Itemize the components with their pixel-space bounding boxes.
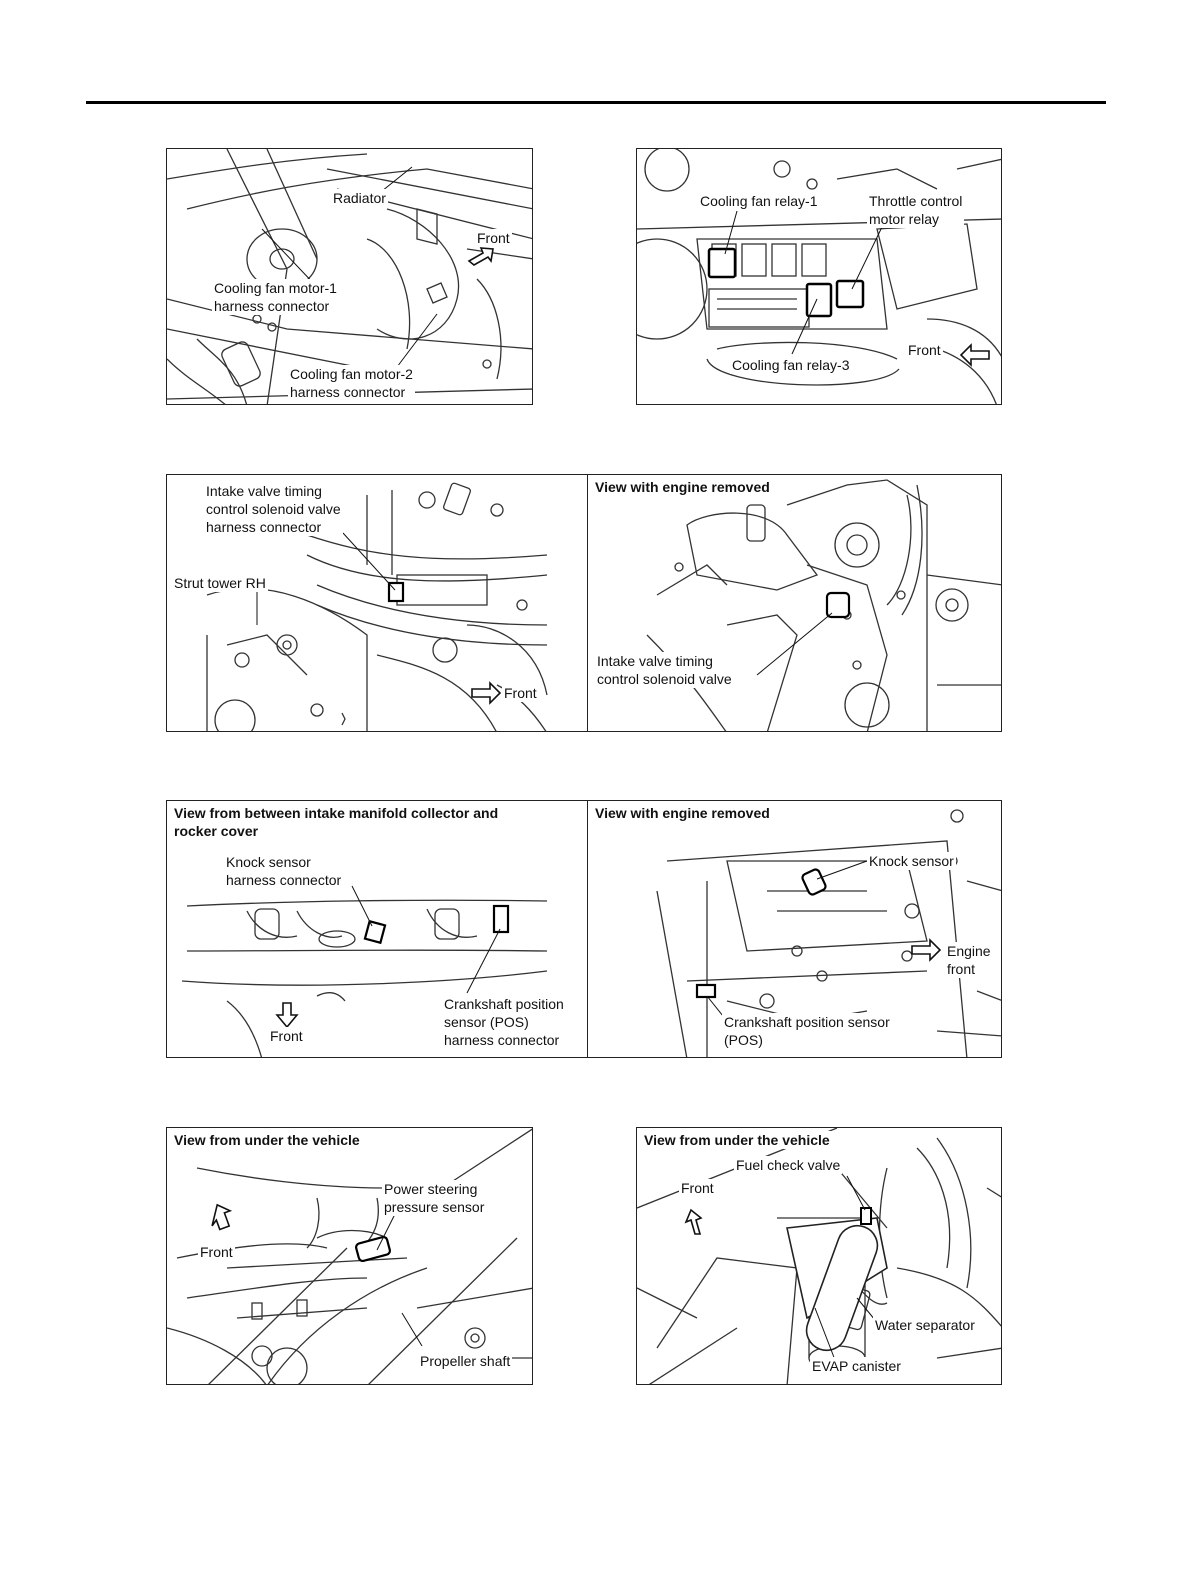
header-view-under-vehicle: View from under the vehicle	[172, 1131, 362, 1149]
header-view-engine-removed: View with engine removed	[593, 804, 772, 822]
label-cooling-fan-motor-1: Cooling fan motor-1 harness connector	[212, 279, 339, 315]
label-throttle-control-motor-relay: Throttle control motor relay	[867, 192, 965, 228]
panel-divider	[587, 475, 588, 731]
label-water-separator: Water separator	[873, 1316, 977, 1334]
knock-connector-icon	[363, 919, 387, 945]
crank-sensor-icon	[695, 983, 717, 999]
panel-knock-crankshaft-sensors: View from between intake manifold collec…	[166, 800, 1002, 1058]
label-crankshaft-harness-connector: Crankshaft position sensor (POS) harness…	[442, 995, 566, 1049]
label-knock-sensor: Knock sensor	[867, 852, 956, 870]
label-front: Front	[198, 1243, 235, 1261]
label-intake-valve-solenoid: Intake valve timing control solenoid val…	[595, 652, 734, 688]
engine-front-arrow-icon	[911, 938, 942, 962]
relay-box-illustration	[637, 149, 1001, 404]
label-front: Front	[502, 684, 539, 702]
label-cooling-fan-relay-1: Cooling fan relay-1	[698, 192, 820, 210]
evap-canister-illustration	[637, 1128, 1001, 1384]
front-arrow-icon	[467, 247, 494, 266]
label-propeller-shaft: Propeller shaft	[418, 1352, 513, 1370]
label-front: Front	[475, 229, 512, 247]
intake-valve-illustration	[206, 479, 1001, 731]
knock-sensor-icon	[801, 868, 827, 896]
relay-1-icon	[707, 247, 737, 279]
front-arrow-icon	[211, 1203, 233, 1231]
throttle-relay-icon	[835, 279, 865, 309]
front-arrow-icon	[275, 1002, 299, 1029]
label-fuel-check-valve: Fuel check valve	[734, 1156, 843, 1174]
label-crankshaft-position-sensor: Crankshaft position sensor (POS)	[722, 1013, 892, 1049]
label-cooling-fan-motor-2: Cooling fan motor-2 harness connector	[288, 365, 415, 401]
label-intake-valve-harness-connector: Intake valve timing control solenoid val…	[204, 482, 343, 536]
fuel-check-valve-icon	[860, 1207, 872, 1225]
relay-3-icon	[805, 282, 833, 318]
front-arrow-icon	[471, 681, 502, 705]
panel-cooling-fan-motors: Radiator Front Cooling fan motor-1 harne…	[166, 148, 533, 405]
panel-intake-valve-timing: Intake valve timing control solenoid val…	[166, 474, 1002, 732]
label-strut-tower-rh: Strut tower RH	[172, 574, 268, 592]
label-engine-front: Engine front	[945, 942, 993, 978]
panel-power-steering-sensor: View from under the vehicle Power steeri…	[166, 1127, 533, 1385]
evap-canister-icon	[805, 1224, 879, 1352]
label-front: Front	[906, 341, 943, 359]
header-view-engine-removed: View with engine removed	[593, 478, 772, 496]
front-arrow-icon	[959, 343, 990, 367]
solenoid-valve-icon	[825, 591, 851, 619]
label-power-steering-pressure-sensor: Power steering pressure sensor	[382, 1180, 487, 1216]
panel-cooling-fan-relays: Cooling fan relay-1 Throttle control mot…	[636, 148, 1002, 405]
header-view-between-collector-rocker: View from between intake manifold collec…	[172, 804, 501, 840]
front-arrow-icon	[684, 1208, 703, 1235]
label-cooling-fan-relay-3: Cooling fan relay-3	[730, 356, 852, 374]
label-knock-sensor-harness-connector: Knock sensor harness connector	[224, 853, 344, 889]
label-front: Front	[679, 1179, 716, 1197]
header-view-under-vehicle: View from under the vehicle	[642, 1131, 832, 1149]
panel-divider	[587, 801, 588, 1057]
label-front: Front	[268, 1027, 305, 1045]
label-evap-canister: EVAP canister	[810, 1357, 903, 1375]
crank-connector-icon	[492, 904, 510, 934]
power-steering-illustration	[167, 1128, 532, 1384]
panel-evap-canister: View from under the vehicle Fuel check v…	[636, 1127, 1002, 1385]
page-header-rule	[86, 101, 1106, 104]
label-radiator: Radiator	[331, 189, 388, 207]
ps-sensor-icon	[355, 1235, 391, 1263]
